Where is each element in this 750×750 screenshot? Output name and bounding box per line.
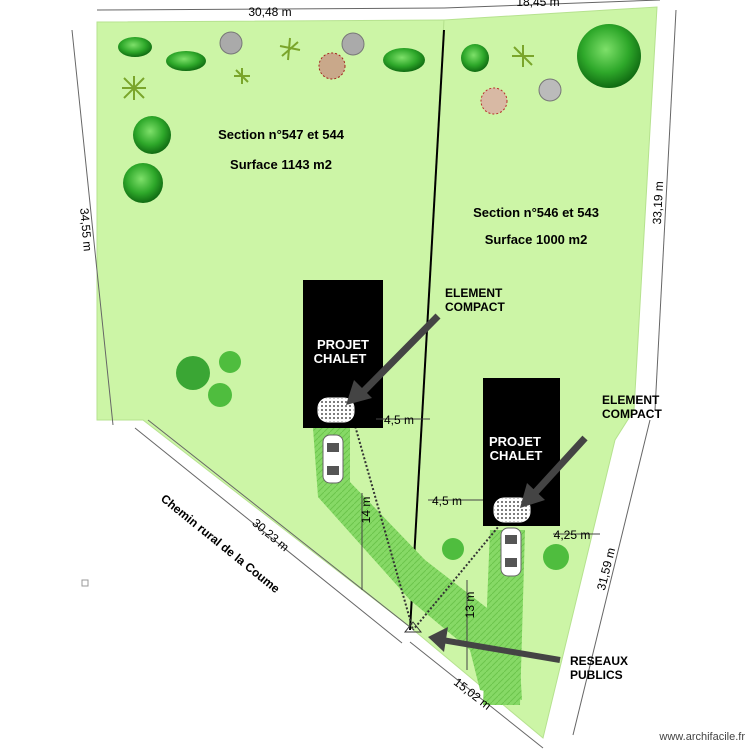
- dim-left: 34,55 m: [77, 207, 95, 251]
- section-left-label: Section n°547 et 544: [218, 127, 345, 142]
- chalet-left-label-1: PROJET: [317, 337, 369, 352]
- car-left: [322, 434, 344, 484]
- boundary-top-left: [96, 7, 445, 11]
- callout-compact-2b: COMPACT: [602, 407, 662, 421]
- boundary-right-bottom: [572, 419, 651, 736]
- chalet-right-label-2: CHALET: [490, 448, 543, 463]
- callout-reseaux-b: PUBLICS: [570, 668, 623, 682]
- dimension-markers: [361, 418, 600, 670]
- boundary-right-top: [654, 9, 677, 411]
- network-line-left: [351, 414, 414, 631]
- car-right: [500, 527, 522, 577]
- vegetation: [118, 24, 641, 570]
- callout-compact-1a: ELEMENT: [445, 286, 503, 300]
- dim-side-left: 4,5 m: [384, 413, 414, 427]
- watermark: www.archifacile.fr: [658, 731, 745, 743]
- section-right-label: Section n°546 et 543: [473, 205, 599, 220]
- compact-element-right: [493, 497, 531, 523]
- arrow-element-compact-1: [346, 313, 441, 405]
- boundary-road-edge: [134, 427, 403, 644]
- chalet-right-label-1: PROJET: [489, 434, 541, 449]
- dim-right-bottom: 31,59 m: [594, 546, 618, 591]
- compact-element-left: [317, 397, 355, 423]
- driveway-left: [313, 428, 522, 700]
- callout-reseaux-a: RESEAUX: [570, 654, 628, 668]
- boundary-left: [71, 29, 114, 426]
- chalet-left-label-2: CHALET: [314, 351, 367, 366]
- arrow-reseaux-publics: [428, 627, 561, 663]
- dim-drive-left: 14 m: [359, 497, 373, 524]
- surface-right-label: Surface 1000 m2: [485, 232, 588, 247]
- boundary-bottom-left: [147, 419, 411, 628]
- dim-drive-right: 13 m: [463, 592, 477, 619]
- small-marker: [81, 579, 89, 587]
- dim-top-left: 30,48 m: [248, 5, 291, 19]
- dim-between: 4,5 m: [432, 494, 462, 508]
- boundary-bottom-right: [409, 641, 544, 749]
- dim-side-right: 4,25 m: [554, 528, 591, 542]
- arrow-element-compact-2: [520, 435, 588, 508]
- callout-compact-2a: ELEMENT: [602, 393, 660, 407]
- dim-right-top: 33,19 m: [650, 181, 666, 225]
- dim-top-right: 18,45 m: [516, 0, 559, 9]
- parcel-left: [96, 19, 445, 628]
- surface-left-label: Surface 1143 m2: [230, 157, 332, 172]
- network-line-right: [412, 514, 509, 631]
- network-node-icon: [403, 621, 423, 633]
- boundary-top-right: [443, 0, 661, 9]
- callout-compact-1b: COMPACT: [445, 300, 505, 314]
